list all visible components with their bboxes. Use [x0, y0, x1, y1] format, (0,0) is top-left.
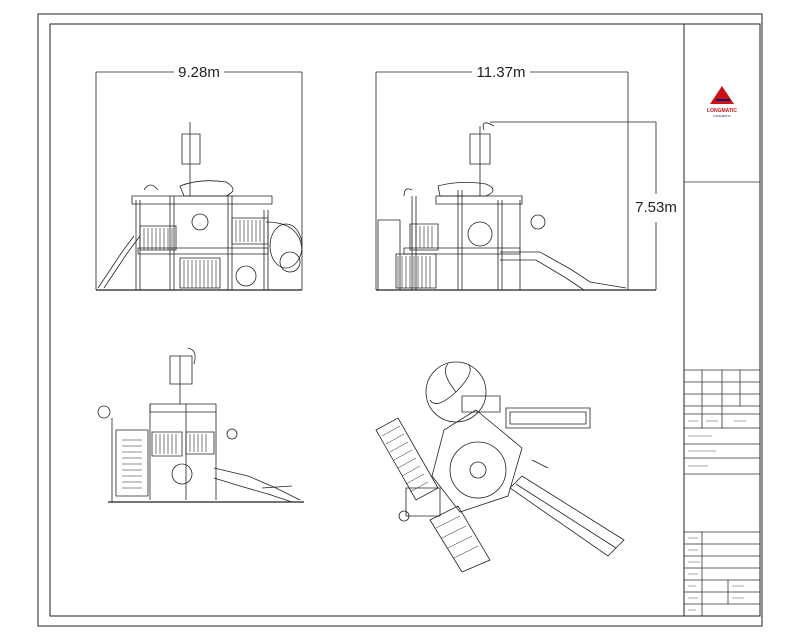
side-elevation: [376, 72, 656, 290]
front-width-dimension: 9.28m: [178, 64, 220, 81]
height-dimension: 7.53m: [635, 199, 677, 216]
logo-subtitle: LONGMATIC: [713, 114, 731, 118]
company-logo: LONGMATIC LONGMATIC: [707, 86, 737, 118]
front-elevation-hatch: [144, 220, 260, 288]
outer-border: [38, 14, 762, 626]
plan-view: [375, 362, 625, 573]
side-width-dimension: 11.37m: [477, 64, 526, 81]
title-block: [684, 182, 760, 616]
third-elevation-hatch: [122, 434, 206, 488]
logo-name: LONGMATIC: [707, 108, 737, 114]
plan-view-hatch: [382, 426, 478, 558]
front-elevation: [96, 72, 302, 290]
third-elevation: [98, 348, 304, 502]
inner-border: [50, 24, 760, 616]
title-block-scribbles: [688, 421, 746, 610]
side-elevation-hatch: [398, 226, 432, 288]
